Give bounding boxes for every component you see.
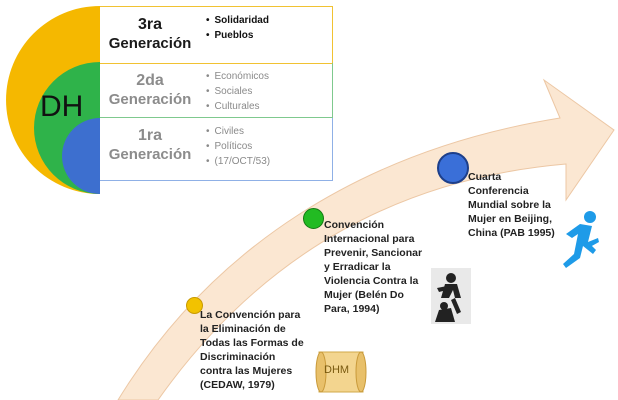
generation-3-list: Solidaridad Pueblos (200, 7, 269, 63)
list-item: Políticos (206, 139, 270, 154)
generation-2-title: 2da Generación (108, 72, 192, 108)
inner-semicircle-blue (62, 118, 100, 194)
milestone-text-beijing: Cuarta Conferencia Mundial sobre la Muje… (468, 171, 555, 239)
timeline-arrow-shape (117, 78, 615, 400)
generation-3-title: 3ra Generación (108, 16, 192, 52)
milestone-text-cedaw: La Convención para la Eliminación de Tod… (200, 309, 304, 391)
generation-1-title: 1ra Generación (108, 127, 192, 163)
list-item: Pueblos (206, 28, 269, 43)
scroll-label: DHM (324, 364, 350, 376)
list-item: Culturales (206, 99, 269, 114)
dh-label: DH (40, 90, 84, 123)
generation-2-box: 2da Generación Económicos Sociales Cultu… (100, 63, 333, 118)
generation-2-list: Económicos Sociales Culturales (200, 63, 269, 117)
generation-3-box: 3ra Generación Solidaridad Pueblos (100, 6, 333, 64)
milestone-dot-cedaw (186, 297, 203, 314)
scroll-icon (315, 351, 367, 393)
list-item: Económicos (206, 69, 269, 84)
milestone-dot-beijing (437, 152, 469, 184)
generation-1-list: Civiles Políticos (17/OCT/53) (200, 118, 271, 180)
milestone-text-belem: Convención Internacional para Prevenir, … (324, 219, 423, 315)
running-person-icon (563, 211, 599, 268)
list-item: Civiles (206, 124, 270, 139)
generation-1-box: 1ra Generación Civiles Políticos (17/OCT… (100, 118, 333, 181)
list-item: Solidaridad (206, 13, 269, 28)
violence-silhouette-icon (431, 268, 471, 324)
list-item: (17/OCT/53) (206, 154, 271, 169)
list-item: Sociales (206, 84, 269, 99)
milestone-dot-belem (303, 208, 324, 229)
